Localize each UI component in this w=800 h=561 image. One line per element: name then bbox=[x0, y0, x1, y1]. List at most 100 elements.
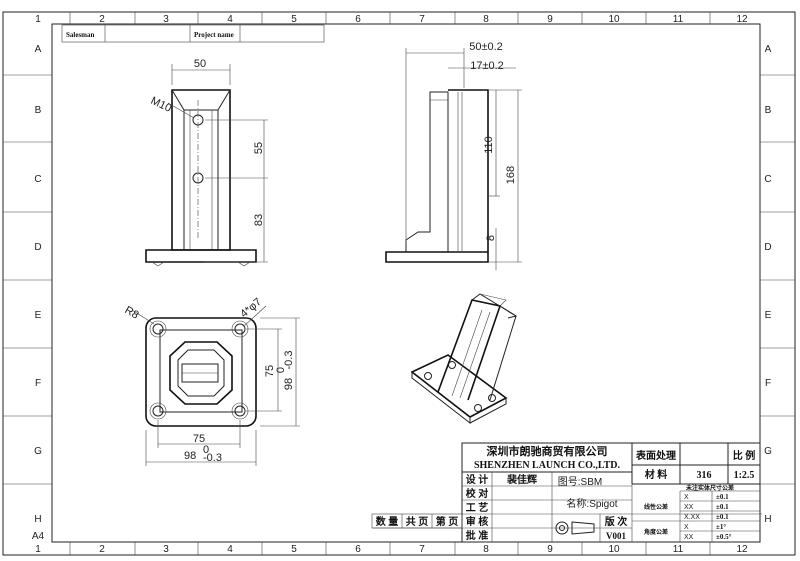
column-ticks bbox=[69, 12, 711, 555]
inner-border bbox=[51, 23, 761, 543]
svg-text:E: E bbox=[765, 310, 772, 321]
dim-corner-radius: R8 bbox=[123, 304, 141, 321]
column-labels-bottom: 1 2 3 4 5 6 7 8 9 10 11 12 bbox=[35, 544, 748, 555]
tol-val-1: ±0.1 bbox=[716, 493, 729, 501]
svg-text:7: 7 bbox=[419, 544, 425, 555]
tol-lower-x: -0.3 bbox=[203, 452, 222, 464]
tol-fmt-1: X bbox=[684, 494, 689, 501]
svg-text:7: 7 bbox=[419, 14, 425, 25]
row-labels-left: A B C D E F G H A4 bbox=[32, 44, 45, 542]
page-label: 第 页 bbox=[436, 515, 459, 528]
svg-text:1: 1 bbox=[35, 544, 41, 555]
tol-fmt-3: X.XX bbox=[684, 514, 700, 521]
linear-tol-label: 线性公差 bbox=[644, 503, 668, 511]
svg-text:D: D bbox=[34, 242, 41, 253]
project-name-label: Project name bbox=[194, 31, 234, 39]
svg-text:10: 10 bbox=[608, 14, 620, 25]
svg-text:3: 3 bbox=[163, 14, 169, 25]
tol-upper-x: 0 bbox=[203, 444, 209, 456]
tol-fmt-5: XX bbox=[684, 534, 694, 541]
side-view: 50±0.2 17±0.2 110 168 8 bbox=[385, 41, 522, 270]
part-name: 名称:Spigot bbox=[566, 497, 617, 510]
svg-text:G: G bbox=[764, 446, 772, 457]
material-label: 材 料 bbox=[645, 468, 668, 481]
plan-view: R8 4*φ7 75 98 0 -0.3 75 98 0 -0.3 bbox=[123, 296, 300, 466]
tolerance-header: 未注实体尺寸公差 bbox=[686, 484, 734, 492]
svg-text:A4: A4 bbox=[32, 531, 45, 542]
isometric-view bbox=[410, 293, 518, 425]
dim-holes: 4*φ7 bbox=[238, 296, 264, 320]
salesman-label: Salesman bbox=[66, 31, 95, 39]
dim-outer-height: 98 bbox=[283, 378, 295, 390]
dim-inner-width: 75 bbox=[193, 433, 205, 445]
version-value: V001 bbox=[606, 531, 626, 541]
svg-text:4: 4 bbox=[227, 544, 233, 555]
tol-lower-y: -0.3 bbox=[283, 351, 295, 370]
dim-overall-depth: 50±0.2 bbox=[469, 41, 503, 53]
svg-text:B: B bbox=[765, 105, 772, 116]
svg-text:10: 10 bbox=[608, 544, 620, 555]
dim-thread: M10 bbox=[149, 95, 173, 115]
front-view: 50 M10 55 83 bbox=[145, 58, 268, 267]
row-labels-right: A B C D E F G H bbox=[764, 44, 772, 525]
svg-text:12: 12 bbox=[736, 14, 748, 25]
dim-total-height: 168 bbox=[505, 166, 517, 184]
tol-val-5: ±0.5° bbox=[716, 533, 732, 541]
tol-fmt-2: XX bbox=[684, 504, 694, 511]
dim-lower-height: 83 bbox=[253, 214, 265, 226]
svg-text:8: 8 bbox=[483, 14, 489, 25]
approve-label: 批 准 bbox=[466, 529, 489, 542]
projection-symbol bbox=[555, 521, 569, 535]
svg-text:5: 5 bbox=[291, 544, 297, 555]
tol-upper-y: 0 bbox=[275, 367, 287, 373]
svg-text:H: H bbox=[764, 514, 771, 525]
dim-slot-height: 110 bbox=[483, 136, 495, 154]
svg-text:6: 6 bbox=[355, 14, 361, 25]
review-label: 审 核 bbox=[466, 515, 489, 528]
total-pages-label: 共 页 bbox=[406, 515, 429, 528]
dim-base-thickness: 8 bbox=[485, 235, 497, 241]
svg-text:3: 3 bbox=[163, 544, 169, 555]
svg-text:A: A bbox=[765, 44, 772, 55]
dim-slot-width: 17±0.2 bbox=[470, 60, 504, 72]
surface-label: 表面处理 bbox=[635, 449, 676, 462]
dim-outer-width: 98 bbox=[184, 450, 196, 462]
tol-val-4: ±1° bbox=[716, 523, 726, 531]
scale-value: 1:2.5 bbox=[734, 470, 755, 481]
svg-text:C: C bbox=[764, 174, 771, 185]
dim-front-width: 50 bbox=[194, 58, 206, 70]
svg-text:8: 8 bbox=[483, 544, 489, 555]
svg-text:11: 11 bbox=[673, 544, 684, 555]
check-label: 校 对 bbox=[466, 487, 489, 500]
svg-text:9: 9 bbox=[547, 544, 553, 555]
outer-border bbox=[2, 11, 796, 556]
qty-label: 数 量 bbox=[376, 515, 399, 528]
svg-text:C: C bbox=[34, 174, 41, 185]
dim-hole-spacing: 55 bbox=[253, 142, 265, 154]
company-name-cn: 深圳市朗驰商贸有限公司 bbox=[487, 444, 608, 458]
svg-text:11: 11 bbox=[673, 14, 684, 25]
svg-text:E: E bbox=[35, 310, 42, 321]
svg-text:2: 2 bbox=[99, 14, 105, 25]
drawing-number: 图号:SBM bbox=[558, 476, 602, 488]
svg-text:2: 2 bbox=[99, 544, 105, 555]
svg-text:A: A bbox=[35, 44, 42, 55]
svg-text:9: 9 bbox=[547, 14, 553, 25]
tol-val-2: ±0.1 bbox=[716, 503, 729, 511]
tol-fmt-4: X bbox=[684, 524, 689, 531]
svg-text:5: 5 bbox=[291, 14, 297, 25]
svg-text:B: B bbox=[35, 105, 42, 116]
svg-text:D: D bbox=[764, 242, 771, 253]
svg-text:F: F bbox=[765, 378, 771, 389]
tol-val-3: ±0.1 bbox=[716, 513, 729, 521]
svg-text:H: H bbox=[34, 514, 41, 525]
svg-text:G: G bbox=[34, 446, 42, 457]
scale-label: 比 例 bbox=[733, 449, 756, 462]
version-label: 版 次 bbox=[605, 515, 628, 528]
svg-text:6: 6 bbox=[355, 544, 361, 555]
row-ticks bbox=[3, 74, 795, 485]
design-label: 设 计 bbox=[466, 473, 489, 486]
process-label: 工 艺 bbox=[466, 501, 489, 514]
svg-text:12: 12 bbox=[736, 544, 748, 555]
